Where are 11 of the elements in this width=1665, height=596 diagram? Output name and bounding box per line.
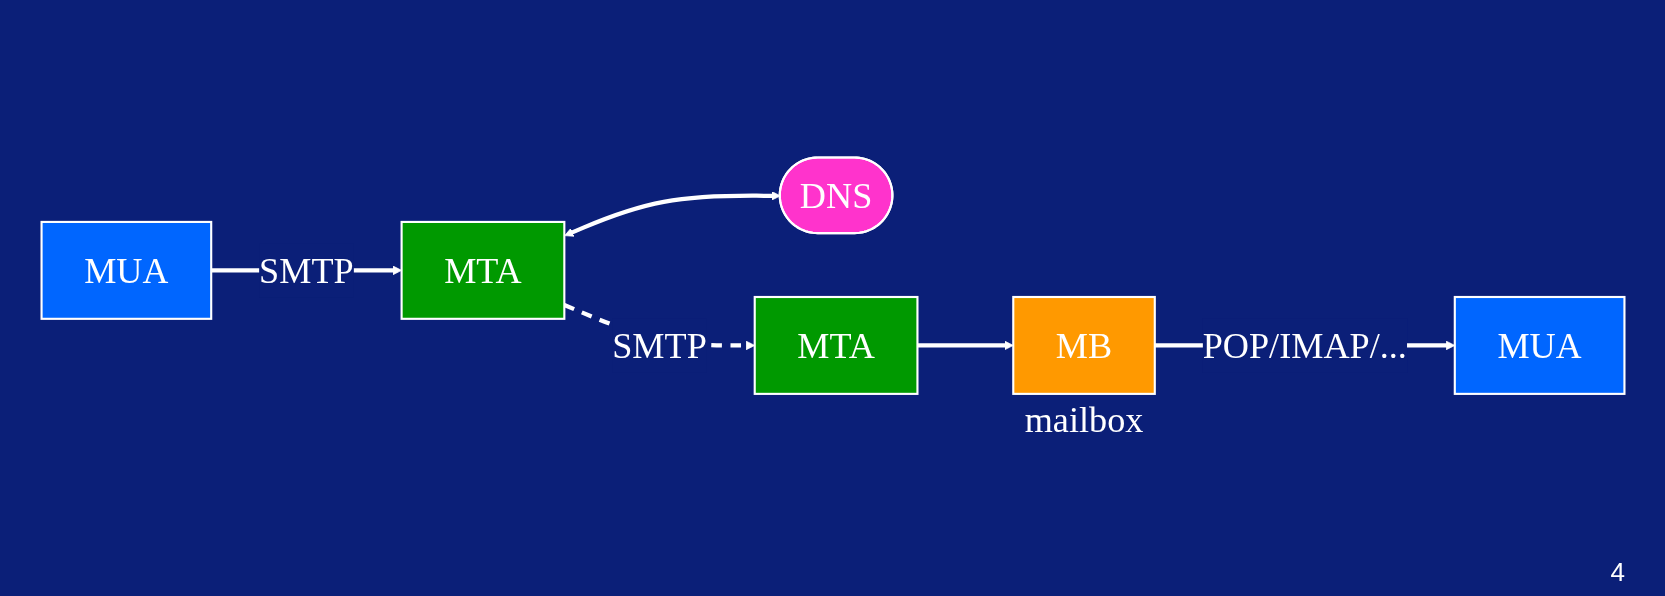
edge-label: SMTP — [611, 325, 707, 366]
node-box — [1453, 295, 1625, 395]
page-number: 4 — [1610, 557, 1625, 588]
node-box — [40, 220, 212, 320]
node-box — [753, 295, 918, 395]
node-box — [1011, 295, 1156, 395]
edge-label: SMTP — [258, 250, 354, 291]
node-box — [400, 220, 565, 320]
edge-label: POP/IMAP/... — [1202, 325, 1407, 366]
diagram: SMTP SMTP POP/IMAP/... MUA MTA DNS MTA MB MUA mailbox — [32, 148, 1633, 448]
node-caption: mailbox — [1024, 400, 1143, 441]
